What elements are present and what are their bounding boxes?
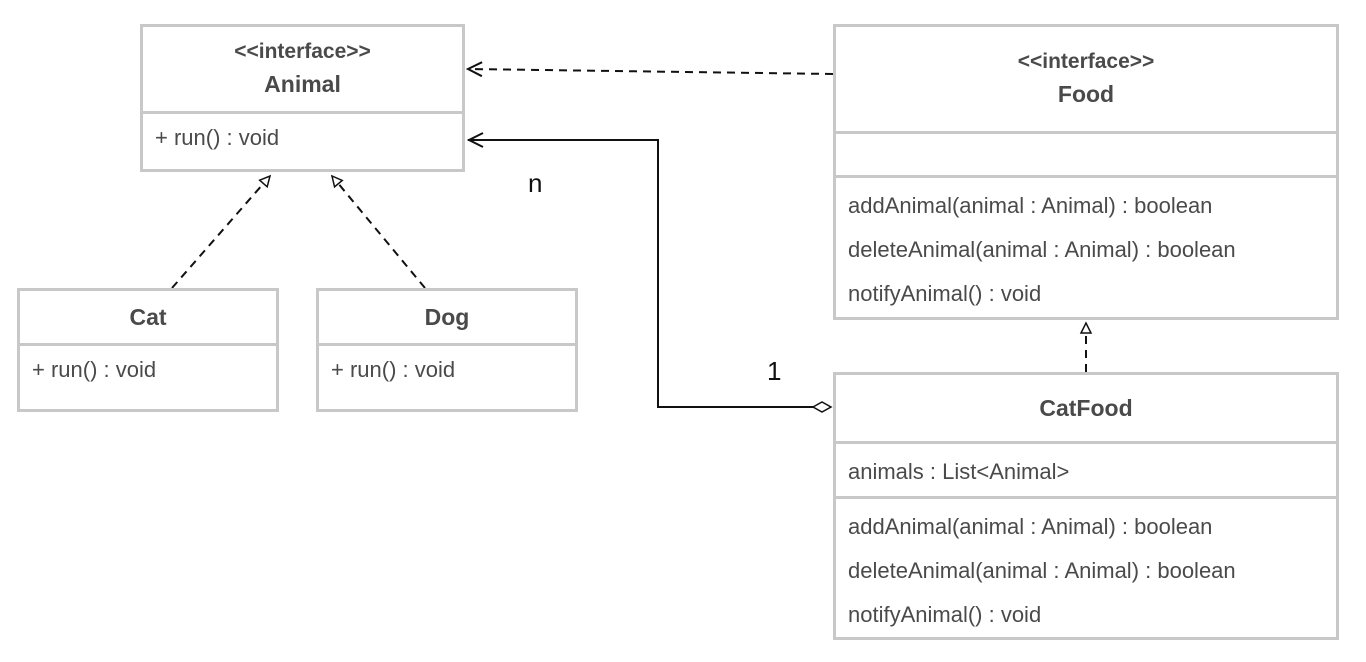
class-cat-methods: + run() : void: [20, 343, 276, 409]
class-food-attributes: [836, 131, 1336, 175]
class-dog-methods: + run() : void: [319, 343, 575, 409]
class-animal[interactable]: <<interface>> Animal + run() : void: [140, 24, 465, 172]
edge-dog-realizes-animal: [330, 174, 426, 289]
class-catfood-attribute: animals : List<Animal>: [848, 459, 1070, 484]
multiplicity-target-label: n: [528, 168, 543, 198]
class-animal-methods: + run() : void: [143, 111, 462, 169]
class-dog-method: + run() : void: [331, 357, 456, 382]
class-dog[interactable]: Dog + run() : void: [316, 288, 578, 412]
class-food-method: deleteAnimal(animal : Animal) : boolean: [848, 237, 1236, 262]
multiplicity-source-label: 1: [767, 356, 782, 386]
edge-cat-realizes-animal: [171, 174, 272, 289]
class-cat-header: Cat: [20, 291, 276, 343]
class-catfood-method: notifyAnimal() : void: [848, 602, 1042, 627]
class-catfood[interactable]: CatFood animals : List<Animal> addAnimal…: [833, 372, 1339, 640]
class-catfood-header: CatFood: [836, 375, 1336, 441]
edge-food-depends-animal: [465, 61, 834, 78]
class-animal-stereotype: <<interface>>: [234, 40, 371, 63]
class-cat-name: Cat: [129, 304, 167, 330]
class-cat[interactable]: Cat + run() : void: [17, 288, 279, 412]
class-animal-method: + run() : void: [155, 125, 280, 150]
class-catfood-attributes: animals : List<Animal>: [836, 441, 1336, 496]
class-catfood-method: deleteAnimal(animal : Animal) : boolean: [848, 558, 1236, 583]
class-catfood-name: CatFood: [1039, 395, 1133, 421]
class-food-method: addAnimal(animal : Animal) : boolean: [848, 193, 1213, 218]
class-catfood-method: addAnimal(animal : Animal) : boolean: [848, 514, 1213, 539]
class-dog-name: Dog: [424, 304, 470, 330]
class-animal-name: Animal: [264, 71, 341, 97]
class-dog-header: Dog: [319, 291, 575, 343]
class-catfood-methods: addAnimal(animal : Animal) : boolean del…: [836, 496, 1336, 637]
class-food[interactable]: <<interface>> Food addAnimal(animal : An…: [833, 24, 1339, 320]
edge-catfood-aggregates-animal: [468, 139, 833, 413]
class-food-methods: addAnimal(animal : Animal) : boolean del…: [836, 175, 1336, 317]
class-animal-header: <<interface>> Animal: [143, 27, 462, 111]
class-cat-method: + run() : void: [32, 357, 157, 382]
class-food-header: <<interface>> Food: [836, 27, 1336, 131]
class-food-stereotype: <<interface>>: [1017, 50, 1155, 73]
aggregation-arrowhead-icon: [466, 132, 484, 148]
class-food-name: Food: [1057, 81, 1115, 107]
class-food-method: notifyAnimal() : void: [848, 281, 1042, 306]
